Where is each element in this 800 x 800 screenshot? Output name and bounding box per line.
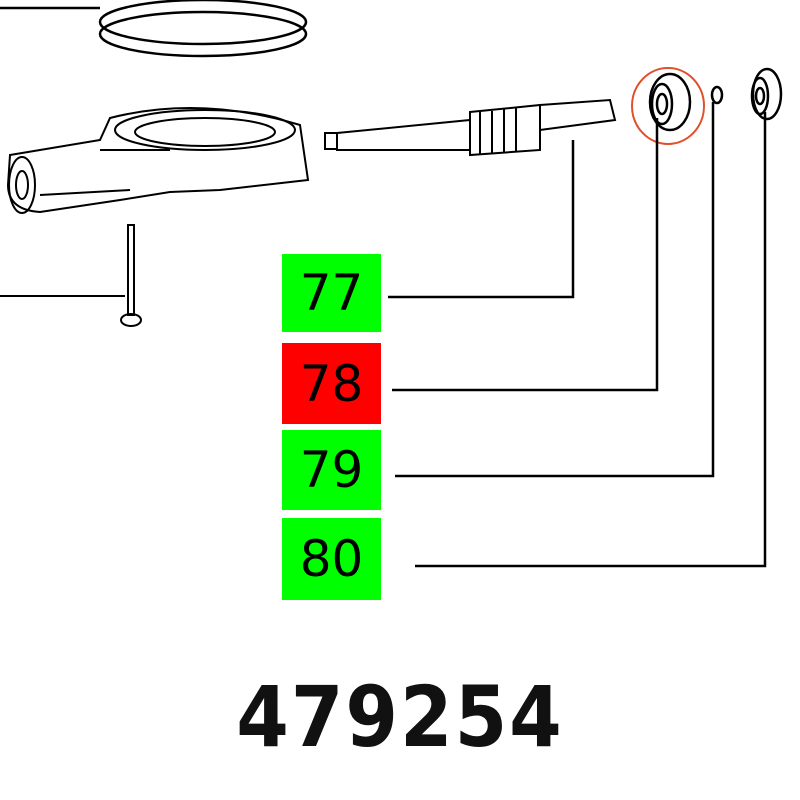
ring-part — [0, 0, 308, 58]
label-79[interactable]: 79 — [282, 430, 381, 510]
leader-line-80 — [415, 112, 767, 568]
bearing-part — [648, 72, 692, 132]
leader-line-79 — [395, 102, 715, 478]
leader-line-78 — [392, 118, 659, 392]
shaft-part — [324, 98, 617, 157]
gear-housing-part — [6, 107, 310, 214]
bearing-part-80 — [750, 67, 783, 121]
part-number: 479254 — [236, 668, 564, 766]
label-78[interactable]: 78 — [282, 343, 381, 424]
leader-line-77 — [388, 140, 575, 299]
washer-part — [710, 85, 724, 105]
label-80[interactable]: 80 — [282, 518, 381, 600]
label-77[interactable]: 77 — [282, 254, 381, 332]
highlight-circle — [631, 67, 705, 145]
screw-part — [0, 224, 142, 327]
